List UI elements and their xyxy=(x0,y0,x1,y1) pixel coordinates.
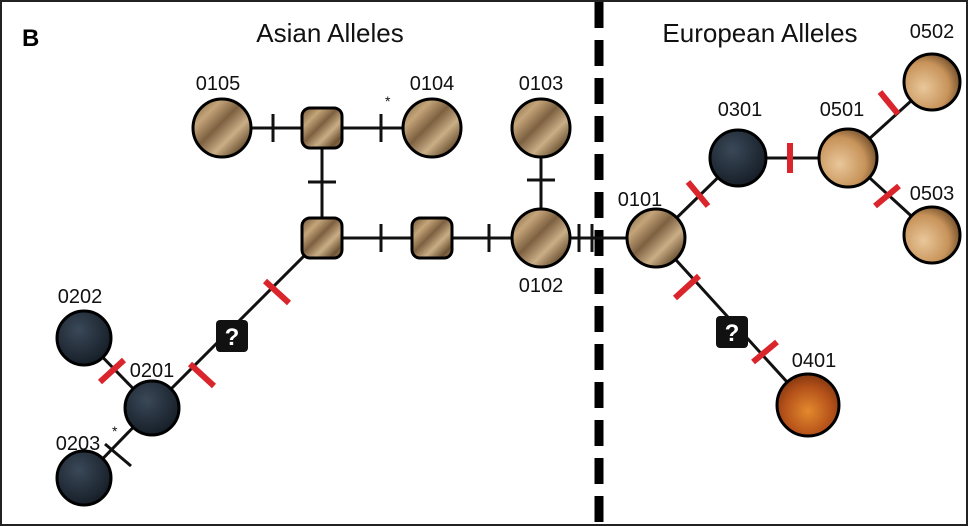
tick-mark xyxy=(104,442,132,468)
unknown-label-european: ? xyxy=(725,320,740,347)
black-mutation-ticks xyxy=(104,114,594,468)
node-0301 xyxy=(708,128,768,188)
label-0201: 0201 xyxy=(130,360,175,382)
asterisk-mark: * xyxy=(112,423,118,439)
node-0203 xyxy=(55,449,113,507)
label-0202: 0202 xyxy=(58,286,103,308)
region-title-asian: Asian Alleles xyxy=(256,18,403,48)
node-0503 xyxy=(902,205,962,265)
red-tick xyxy=(262,278,292,306)
unknown-label-asian: ? xyxy=(225,324,240,351)
label-0102: 0102 xyxy=(519,275,564,297)
inferred-node-lower xyxy=(300,216,344,260)
label-0401: 0401 xyxy=(792,350,837,372)
red-tick xyxy=(97,357,127,385)
asian-allele-nodes xyxy=(191,97,687,269)
allele-labels: 0105 0104 0103 0102 0101 0202 0201 0203 … xyxy=(56,21,955,455)
red-tick xyxy=(751,339,779,365)
red-tick xyxy=(187,361,217,389)
panel-label: B xyxy=(22,25,39,52)
node-0103 xyxy=(510,97,572,159)
node-0501 xyxy=(817,127,879,189)
node-0202 xyxy=(55,309,113,367)
red-mutation-ticks xyxy=(97,90,901,389)
unknown-node-european xyxy=(716,316,748,348)
label-0301: 0301 xyxy=(718,99,763,121)
node-0102 xyxy=(510,207,572,269)
label-0203: 0203 xyxy=(56,433,101,455)
red-tick xyxy=(873,183,901,209)
node-0101 xyxy=(625,207,687,269)
node-0502 xyxy=(902,52,962,112)
red-tick xyxy=(672,273,702,301)
unknown-markers: ? ? xyxy=(216,316,748,352)
region-title-european: European Alleles xyxy=(662,18,857,48)
label-0503: 0503 xyxy=(910,183,955,205)
label-0105: 0105 xyxy=(196,73,241,95)
asterisk-mark: * xyxy=(385,93,391,109)
inferred-node-upper xyxy=(300,106,344,150)
node-0104 xyxy=(401,97,463,159)
node-0401 xyxy=(775,372,841,438)
inferred-node-middle xyxy=(410,216,454,260)
tan-allele-nodes xyxy=(817,52,962,265)
label-0502: 0502 xyxy=(910,21,955,43)
label-0103: 0103 xyxy=(519,73,564,95)
label-0101: 0101 xyxy=(618,189,663,211)
inferred-nodes xyxy=(300,106,454,260)
node-0201 xyxy=(123,379,181,437)
node-0105 xyxy=(191,97,253,159)
label-0104: 0104 xyxy=(410,73,455,95)
label-0501: 0501 xyxy=(820,99,865,121)
red-tick xyxy=(685,180,711,208)
red-tick xyxy=(877,90,901,116)
dark-allele-nodes xyxy=(55,128,768,507)
unknown-node-asian xyxy=(216,320,248,352)
